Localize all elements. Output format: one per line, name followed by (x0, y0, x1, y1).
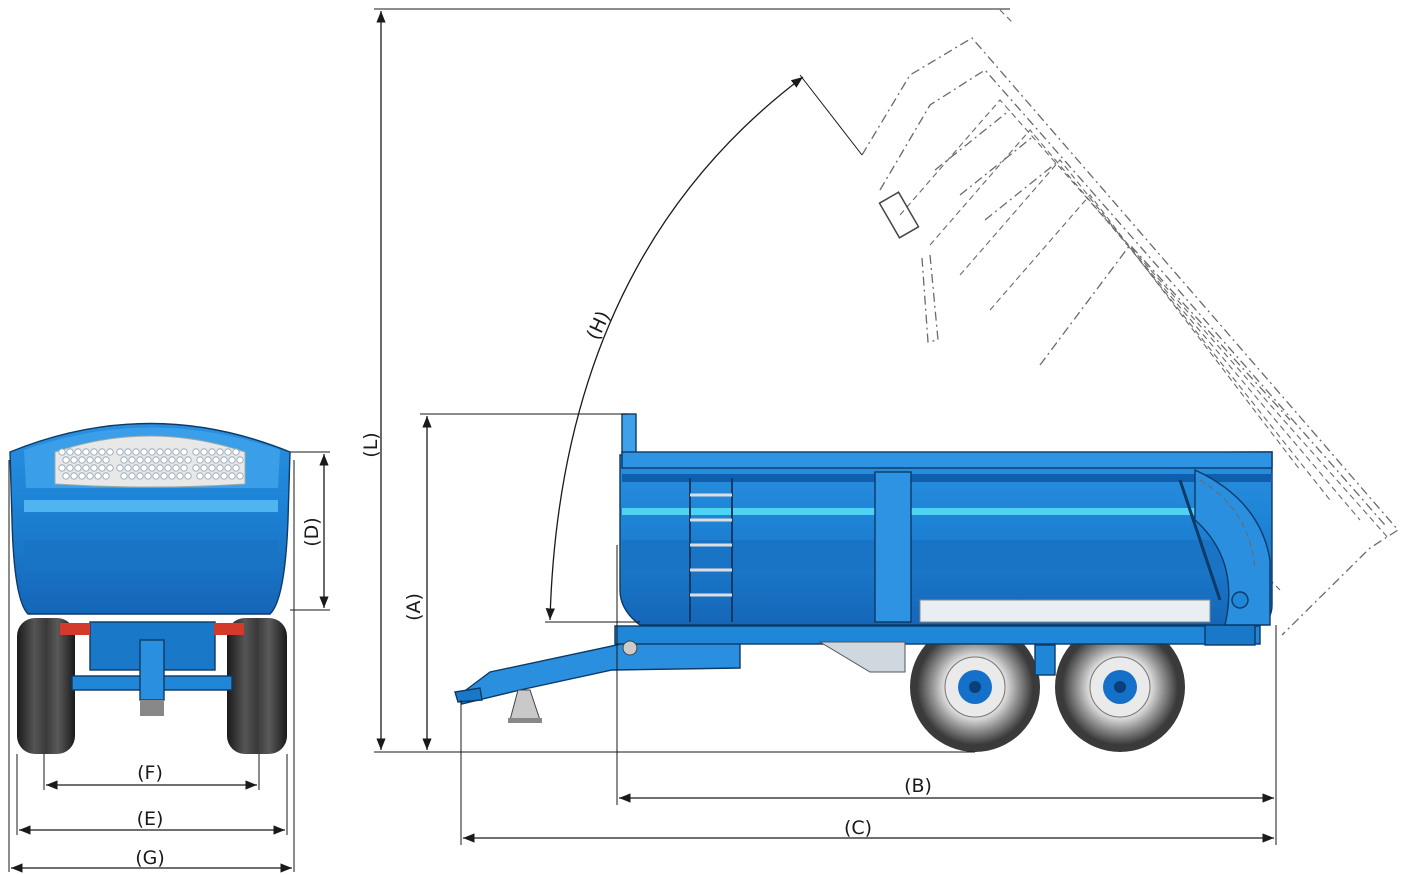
rear-hitch (139, 639, 165, 701)
white-panel (919, 599, 1211, 623)
wheels (910, 622, 1185, 752)
rear-door (1194, 468, 1271, 626)
dimension-labels: (L) (A) (H) (D) (B) (C) (F) (E) (G) (135, 308, 932, 869)
rear-view (9, 422, 291, 754)
side-dimensions (374, 8, 1277, 845)
drawbar (457, 639, 741, 705)
rear-body-band2 (24, 540, 278, 570)
drawbar-eye (454, 687, 483, 703)
label-b: (B) (904, 775, 932, 797)
label-c: (C) (844, 817, 872, 839)
body-stripe (622, 508, 1222, 515)
rear-right-tire (227, 618, 287, 754)
body-top-rail (621, 451, 1273, 469)
body-dark-band (622, 474, 1272, 482)
rear-wheel (1055, 622, 1185, 752)
rear-dimensions (8, 451, 330, 873)
rear-grille-holes (58, 448, 244, 480)
trailer-body (619, 413, 1273, 656)
label-d: (D) (301, 517, 323, 546)
rear-light-left (60, 623, 90, 635)
label-g: (G) (135, 847, 165, 869)
main-frame (614, 625, 1261, 645)
body-pillar (874, 471, 912, 623)
label-a: (A) (403, 593, 425, 621)
rear-light-right (214, 623, 244, 635)
front-wheel (910, 622, 1040, 752)
label-h: (H) (582, 308, 614, 344)
label-l: (L) (360, 432, 382, 457)
jack-stand (509, 689, 541, 721)
rear-left-tire (17, 618, 75, 754)
rear-body-band1 (24, 500, 278, 512)
axle-bracket (818, 641, 906, 673)
rear-hitch-foot (140, 700, 164, 716)
label-f: (F) (137, 762, 163, 784)
label-e: (E) (137, 808, 164, 830)
